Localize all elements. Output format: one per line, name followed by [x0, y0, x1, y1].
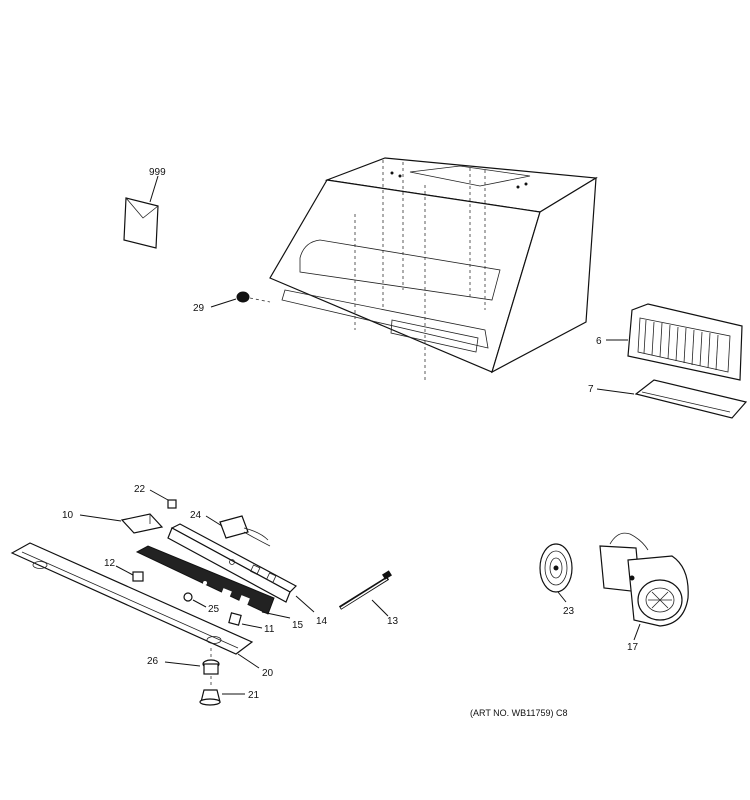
label-7: 7 [588, 384, 594, 395]
label-999: 999 [149, 167, 166, 178]
label-20: 20 [262, 668, 274, 679]
label-24: 24 [190, 510, 202, 521]
junction-box [205, 515, 271, 547]
rocker-switch [115, 565, 144, 582]
nameplate [210, 291, 271, 308]
light-tube [338, 570, 392, 617]
bulb [199, 676, 245, 706]
art-number: (ART NO. WB11759) C8 [470, 708, 568, 718]
label-13: 13 [387, 616, 399, 627]
label-10: 10 [62, 510, 74, 521]
filter-tray [596, 379, 748, 419]
front-rail [10, 542, 260, 669]
range-hood-body [269, 157, 598, 380]
label-17: 17 [627, 642, 639, 653]
label-26: 26 [147, 656, 159, 667]
blower-motor [599, 532, 689, 641]
label-29: 29 [193, 303, 205, 314]
label-6: 6 [596, 336, 602, 347]
label-15: 15 [292, 620, 304, 631]
control-faceplate [135, 545, 291, 619]
label-22: 22 [134, 484, 146, 495]
label-14: 14 [316, 616, 328, 627]
grease-filter [606, 303, 743, 381]
lamp-socket [164, 648, 220, 675]
label-11: 11 [264, 624, 275, 635]
clip [149, 489, 177, 509]
knob [183, 592, 207, 608]
switch-bracket [79, 513, 164, 534]
light-switch [228, 612, 263, 629]
label-25: 25 [208, 604, 220, 615]
label-21: 21 [248, 690, 260, 701]
label-12: 12 [104, 558, 116, 569]
fan-guard [539, 543, 573, 603]
control-housing [167, 523, 315, 613]
label-23: 23 [563, 606, 575, 617]
literature-envelope [123, 175, 159, 249]
